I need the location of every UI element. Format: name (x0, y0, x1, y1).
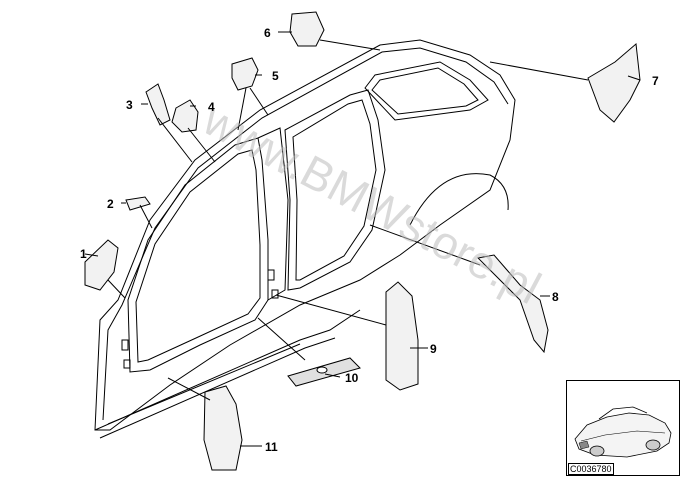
part-11-shape (203, 385, 243, 471)
callout-3: 3 (126, 98, 133, 112)
part-5-shape (231, 57, 259, 91)
part-1-shape (84, 239, 119, 291)
callout-2: 2 (107, 197, 114, 211)
callout-4: 4 (208, 100, 215, 114)
car-thumbnail-illustration (574, 406, 672, 458)
part-6-shape (289, 11, 325, 47)
part-8-shape (476, 254, 549, 354)
watermark-text: www.BMWstore.pl (194, 92, 549, 314)
callout-1: 1 (80, 247, 87, 261)
body-side-frame (94, 39, 516, 439)
callout-11: 11 (265, 440, 278, 454)
callout-10: 10 (345, 371, 359, 385)
callout-6: 6 (264, 26, 271, 40)
callout-7: 7 (652, 74, 659, 88)
reference-thumbnail (566, 380, 680, 476)
part-7-shape (587, 43, 641, 123)
part-9-shape (385, 281, 419, 391)
image-id-label: C0036780 (568, 463, 614, 475)
callout-8: 8 (552, 290, 559, 304)
callout-5: 5 (272, 69, 279, 83)
part-3-shape (145, 83, 171, 126)
callout-9: 9 (430, 342, 437, 356)
part-2-shape (125, 196, 151, 211)
part-4-shape (171, 99, 199, 133)
leader-lines (84, 31, 641, 447)
